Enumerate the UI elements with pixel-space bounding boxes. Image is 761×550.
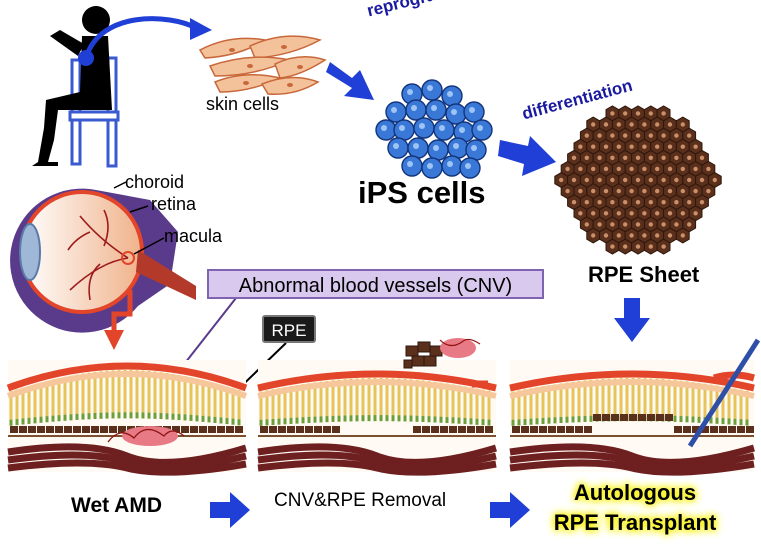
rpe-sheet-label: RPE Sheet <box>588 262 700 287</box>
transplant-label-line1: Autologous <box>573 480 697 505</box>
transplant-down-arrow <box>614 298 650 342</box>
differentiation-arrow <box>498 136 556 176</box>
sample-arrow <box>83 16 198 59</box>
skin-cells-illustration <box>198 35 327 95</box>
macula-label: macula <box>164 226 223 246</box>
reprogramming-arrow <box>326 62 374 100</box>
skin-cells-label: skin cells <box>206 94 280 114</box>
choroid-label: choroid <box>125 172 185 192</box>
transplant-label: Autologous RPE Transplant <box>550 478 720 538</box>
removal-label: CNV&RPE Removal <box>274 490 447 511</box>
rpe-sheet-illustration <box>554 105 722 255</box>
ips-cells-illustration <box>375 79 493 179</box>
surgical-cannula <box>687 338 761 448</box>
removed-cnv-tissue <box>403 338 481 369</box>
wet-amd-label: Wet AMD <box>71 494 162 517</box>
transplant-label-line2: RPE Transplant <box>553 510 717 535</box>
cnv-callout: Abnormal blood vessels (CNV) <box>207 269 544 299</box>
ips-cells-label: iPS cells <box>358 175 486 210</box>
retina-label: retina <box>151 194 197 214</box>
step-arrow-2 <box>490 492 530 528</box>
retina-panels <box>6 360 756 476</box>
zoom-arrow <box>111 290 133 334</box>
step-arrow-1 <box>210 492 250 528</box>
eye-cross-section <box>10 181 196 333</box>
rpe-callout: RPE <box>262 315 316 343</box>
